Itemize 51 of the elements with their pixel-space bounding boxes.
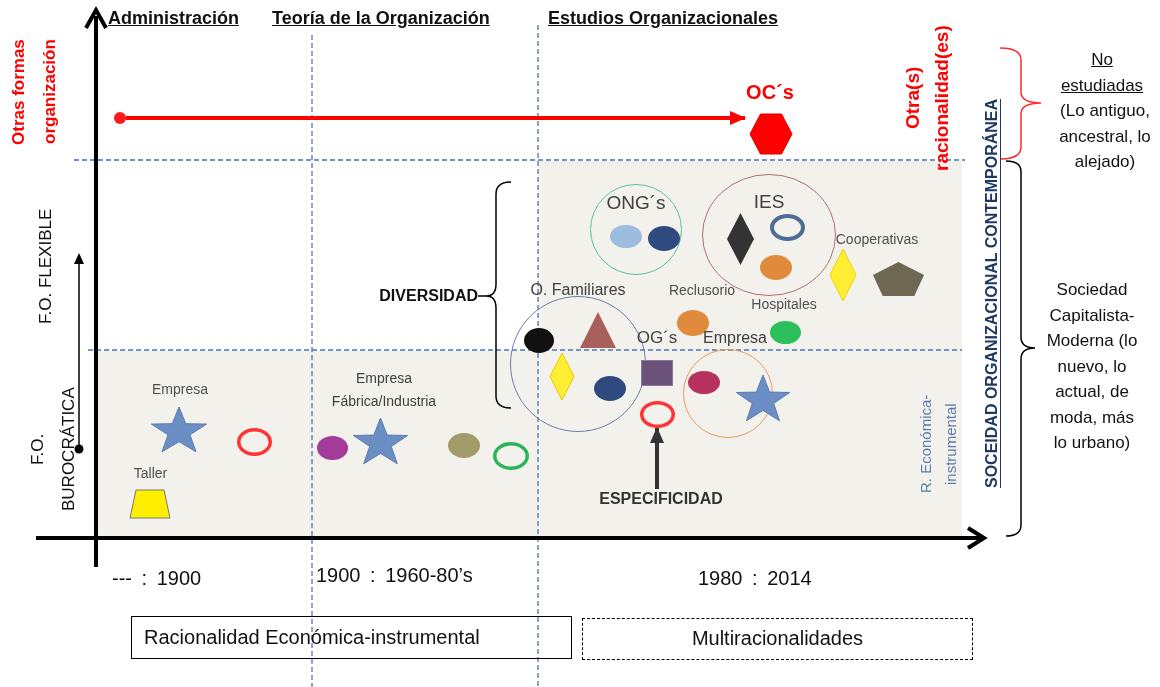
arrow — [126, 111, 746, 125]
annotation-text: Sociedad Capitalista-Moderna (lo nuevo, lo actual, de moda, más lo urbano) — [1045, 279, 1139, 454]
ellipse-shape — [760, 255, 792, 280]
ring-shape — [770, 214, 805, 241]
node-label: Empresa Fábrica/Industria — [330, 369, 438, 411]
ellipse-shape — [610, 225, 642, 248]
axis-label: R. Económica-instrumental — [916, 393, 960, 496]
period-label: --- : 1900 — [112, 566, 203, 591]
node-label: ESPECIFICIDAD — [598, 489, 724, 508]
column-heading: Administración — [108, 7, 241, 30]
triangle-shape — [580, 312, 616, 348]
axis-label: Otras formas organización — [8, 38, 60, 147]
pentagon-shape — [873, 262, 924, 296]
ellipse-shape — [688, 371, 720, 394]
axis-label: F.O. FLEXIBLE — [35, 207, 56, 326]
arrow — [650, 427, 664, 489]
star-shape — [735, 375, 791, 421]
annotation-text: (Lo antiguo, ancestral, lo alejado) — [1058, 100, 1152, 173]
column-heading: Estudios Organizacionales — [548, 7, 780, 30]
ellipse-shape — [648, 226, 680, 251]
axis-label: SOCEIDAD ORGANIZACIONAL CONTEMPORÁNEA — [981, 97, 1001, 490]
node-label: Hospitales — [750, 296, 818, 313]
diamond-shape — [727, 213, 754, 265]
period-label: 1900 : 1960-80’s — [316, 563, 474, 588]
node-label: Taller — [132, 465, 169, 482]
node-label: Empresa — [702, 328, 768, 347]
bracket-label: DIVERSIDAD — [378, 286, 478, 306]
ring-shape — [640, 401, 675, 428]
dot — [114, 112, 126, 124]
ellipse-shape — [317, 436, 348, 460]
ellipse-shape — [448, 433, 480, 458]
period-label: 1980 : 2014 — [698, 566, 813, 591]
diamond-shape — [550, 353, 574, 400]
text-panel: Racionalidad Económica-instrumental — [131, 616, 572, 659]
node-label: Empresa — [151, 381, 209, 398]
ring-shape — [237, 428, 272, 456]
ring-shape — [493, 442, 529, 470]
node-label: OC´s — [745, 80, 795, 104]
node-label: Cooperativas — [834, 231, 920, 248]
annotation-text: No estudiadas — [1059, 49, 1145, 97]
node-label: IES — [752, 190, 786, 213]
node-label: OG´s — [635, 328, 679, 348]
column-heading: Teoría de la Organización — [272, 7, 491, 30]
ellipse-shape — [524, 328, 554, 353]
ellipse-shape — [594, 376, 626, 401]
text-panel: Multiracionalidades — [582, 618, 973, 660]
axis-label: Otra(s) racionalidad(es) — [901, 24, 953, 173]
node-label: O. Familiares — [529, 280, 627, 299]
axis-label: F.O. BUROCRÁTICA — [27, 386, 79, 513]
node-label: ONG´s — [605, 191, 667, 214]
node-label: Reclusorio — [667, 282, 737, 299]
